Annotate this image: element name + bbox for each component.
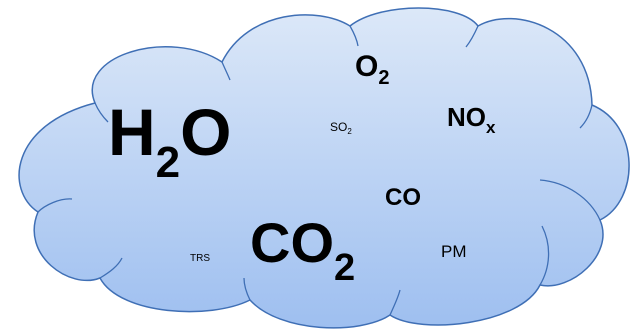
gas-label-o2: O2 xyxy=(355,50,389,89)
gas-label-co: CO xyxy=(385,184,421,211)
gas-label-trs: TRS xyxy=(190,253,210,264)
cloud-contours xyxy=(37,25,601,316)
cloud-shape xyxy=(18,7,630,329)
gas-label-nox: NOx xyxy=(447,102,496,137)
gas-label-h2o: H2O xyxy=(108,95,232,187)
gas-label-co2: CO2 xyxy=(250,211,355,289)
gas-label-pm: PM xyxy=(441,242,467,261)
gas-label-so2: SO2 xyxy=(330,120,352,136)
